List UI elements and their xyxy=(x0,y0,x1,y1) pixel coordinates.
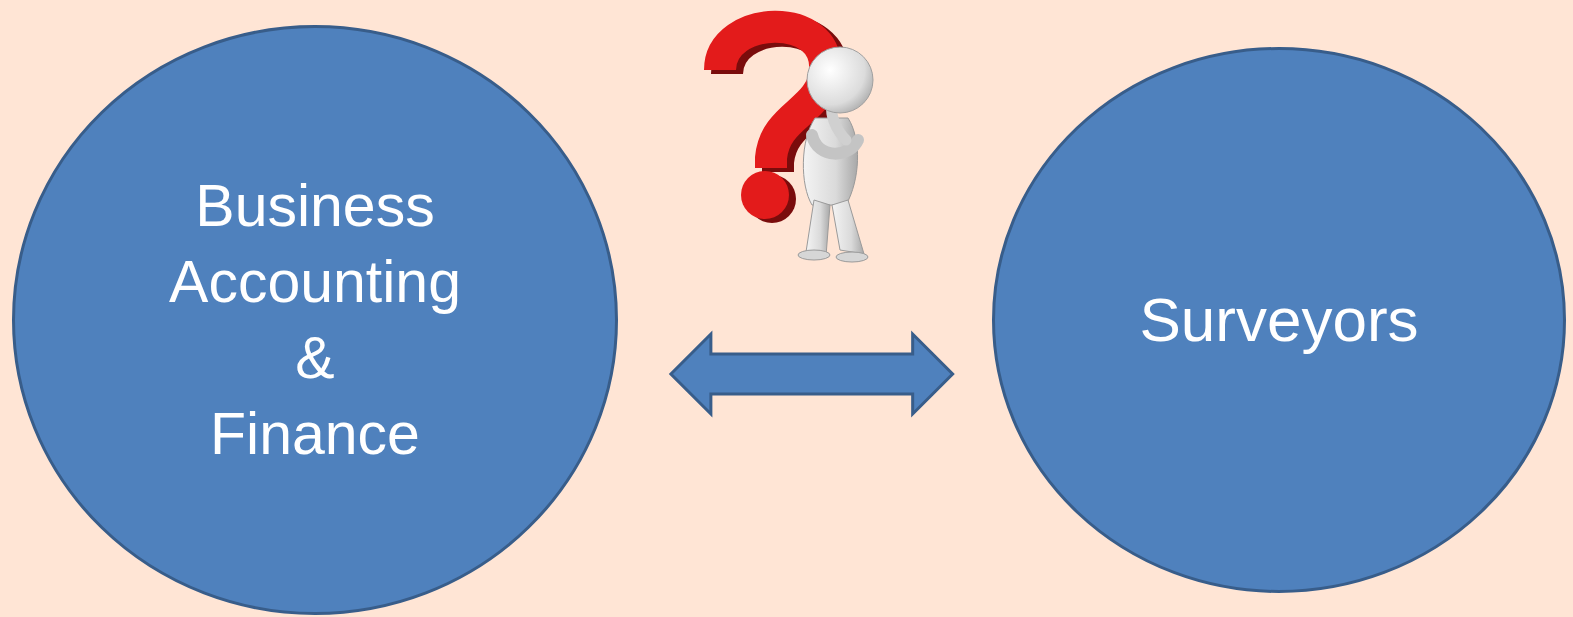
ellipse-node: Business Accounting & Finance xyxy=(12,25,618,615)
ellipse-outline xyxy=(12,25,618,615)
ellipse-shape xyxy=(14,27,617,614)
double-block-arrow xyxy=(671,334,953,414)
node-label: Surveyors xyxy=(1139,282,1418,358)
thinking-figure xyxy=(798,47,873,262)
ellipse-node: Surveyors xyxy=(992,47,1566,593)
ellipse-shape xyxy=(994,49,1565,592)
node-label: Business Accounting & Finance xyxy=(169,168,461,472)
